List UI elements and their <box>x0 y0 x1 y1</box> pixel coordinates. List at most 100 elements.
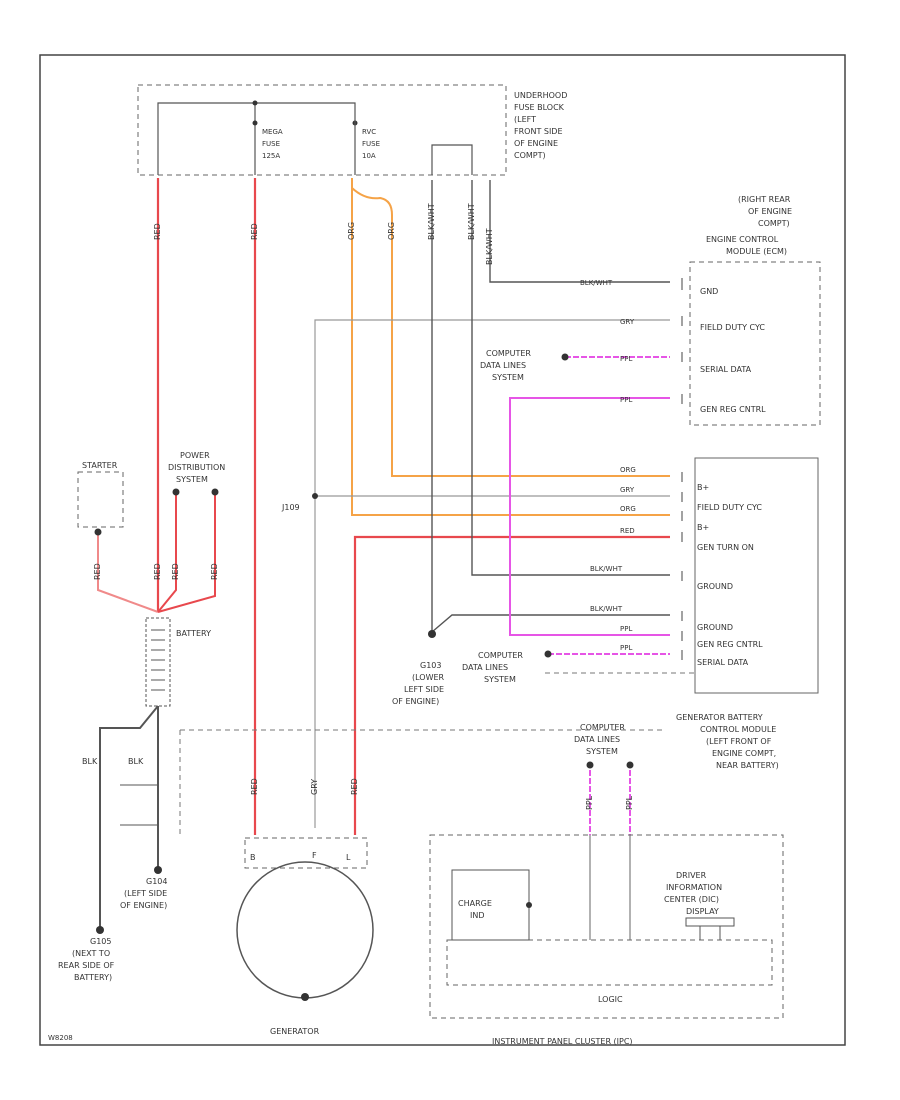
charge-indicator-label: CHARGE IND <box>458 899 494 920</box>
svg-text:ORG: ORG <box>387 222 396 240</box>
dic-display-legs <box>699 926 721 940</box>
blk-label-1: BLK <box>82 757 98 766</box>
ecm-location: (RIGHT REAR OF ENGINE COMPT) <box>738 195 795 228</box>
data-lines-label-ipc: COMPUTER DATA LINES SYSTEM <box>574 723 628 756</box>
gbcm-wire-tag: BLK/WHT <box>590 565 623 573</box>
ground-g103-label: G103 (LOWER LEFT SIDE OF ENGINE) <box>392 661 447 706</box>
charge-indicator-lamp <box>526 902 532 908</box>
ecm-wire-tag: PPL <box>620 396 632 404</box>
svg-text:RED: RED <box>93 563 102 580</box>
fuse-block-ground-bus <box>431 144 473 175</box>
svg-text:RED: RED <box>350 778 359 795</box>
gbcm-pin-ground-2: GROUND <box>697 623 733 632</box>
generator-label: GENERATOR <box>270 1027 320 1036</box>
mega-fuse-label: MEGA FUSE 125A <box>262 128 285 160</box>
gbcm-pin-b1: B+ <box>697 483 709 492</box>
blk-label-2: BLK <box>128 757 144 766</box>
data-lines-dot <box>586 761 594 769</box>
junction-j109 <box>312 493 318 499</box>
dic-label: DRIVER INFORMATION CENTER (DIC) DISPLAY <box>664 871 725 916</box>
wire-tag-group: RED RED ORG ORG BLK/WHT BLK/WHT BLK/WHT … <box>93 203 634 810</box>
data-lines-dot <box>544 650 552 658</box>
ipc-box <box>429 834 784 1019</box>
bus-node <box>252 100 258 106</box>
diagram-frame <box>39 54 846 1046</box>
ecm-pin-gnd: GND <box>700 287 718 296</box>
fuse-node <box>252 120 258 126</box>
gbcm-wire-tag: ORG <box>620 505 636 513</box>
gbcm-wire-tag: PPL <box>620 625 632 633</box>
ecm-wire-tag: GRY <box>620 318 635 326</box>
black-wire-gbcm-ground-1 <box>471 180 670 576</box>
gbcm-wire-tag: RED <box>620 527 635 535</box>
black-wire-battery-g105 <box>99 705 159 928</box>
rvc-fuse-label: RVC FUSE 10A <box>362 128 382 160</box>
gbcm-wire-tag: GRY <box>620 486 635 494</box>
gbcm-pin-field-duty: FIELD DUTY CYC <box>697 503 762 512</box>
ecm-pin-gen-reg: GEN REG CNTRL <box>700 405 766 414</box>
gbcm-wire-tag: ORG <box>620 466 636 474</box>
svg-text:PPL: PPL <box>585 795 594 810</box>
ecm-wire-tag: BLK/WHT <box>580 279 613 287</box>
dic-display <box>685 917 735 927</box>
ecm-wire-tag: PPL <box>620 355 632 363</box>
starter-box <box>77 471 124 528</box>
svg-text:RED: RED <box>153 223 162 240</box>
svg-text:PPL: PPL <box>625 795 634 810</box>
diagram-code: W8208 <box>48 1034 73 1042</box>
underhood-fuse-block-box <box>137 84 507 176</box>
svg-text:RED: RED <box>250 778 259 795</box>
pds-terminal <box>211 488 219 496</box>
data-lines-dot <box>561 353 569 361</box>
gbcm-pin-serial-data: SERIAL DATA <box>697 658 749 667</box>
gbcm-pin-b2: B+ <box>697 523 709 532</box>
gbcm-pin-gen-reg: GEN REG CNTRL <box>697 640 763 649</box>
battery-label: BATTERY <box>176 629 211 638</box>
fuse-block-bus <box>157 102 356 175</box>
orange-wire-rvc-b1 <box>351 178 670 477</box>
svg-text:BLK/WHT: BLK/WHT <box>485 228 494 265</box>
ground-g105-point <box>96 926 104 934</box>
data-lines-label-gbcm: COMPUTER DATA LINES SYSTEM <box>462 651 526 684</box>
ipc-label: INSTRUMENT PANEL CLUSTER (IPC) <box>492 1037 633 1046</box>
data-lines-label-ecm: COMPUTER DATA LINES SYSTEM <box>480 349 534 382</box>
svg-text:ORG: ORG <box>347 222 356 240</box>
svg-text:RED: RED <box>250 223 259 240</box>
black-wire-ecm-gnd <box>489 180 670 283</box>
power-distribution-label: POWER DISTRIBUTION SYSTEM <box>168 451 228 484</box>
gbcm-box <box>694 457 819 694</box>
ecm-name: ENGINE CONTROL MODULE (ECM) <box>706 235 787 256</box>
ground-g104-point <box>154 866 162 874</box>
svg-text:RED: RED <box>171 563 180 580</box>
ipc-logic-box <box>446 939 773 986</box>
ecm-box <box>689 261 821 426</box>
ecm-pin-serial-data: SERIAL DATA <box>700 365 752 374</box>
svg-text:BLK/WHT: BLK/WHT <box>467 203 476 240</box>
gbcm-wire-tag: PPL <box>620 644 632 652</box>
svg-text:RED: RED <box>210 563 219 580</box>
pds-terminal <box>172 488 180 496</box>
ground-g104-label: G104 (LEFT SIDE OF ENGINE) <box>120 877 170 910</box>
battery-box <box>145 617 171 707</box>
magenta-wire-gen-reg-cntrl <box>509 397 670 636</box>
svg-text:RED: RED <box>153 563 162 580</box>
gbcm-name: GENERATOR BATTERY CONTROL MODULE (LEFT F… <box>676 713 779 770</box>
starter-terminal <box>94 528 102 536</box>
generator-terminal-l: L <box>346 853 351 862</box>
generator-ground-point <box>301 993 309 1001</box>
gray-wire-field-duty-ecm <box>314 319 670 828</box>
battery-cells <box>151 629 165 691</box>
battery-sensor-bracket <box>120 784 158 826</box>
black-wire-gbcm-ground-2 <box>431 614 670 633</box>
red-wire-pds-2 <box>157 492 216 613</box>
generator-symbol <box>236 861 374 999</box>
ground-g103-point <box>428 630 436 638</box>
data-lines-dot <box>626 761 634 769</box>
ecm-pin-field-duty: FIELD DUTY CYC <box>700 323 765 332</box>
svg-text:GRY: GRY <box>310 779 319 795</box>
orange-wire-rvc-b2 <box>351 188 670 516</box>
gbcm-wire-tag: BLK/WHT <box>590 605 623 613</box>
svg-text:BLK/WHT: BLK/WHT <box>427 203 436 240</box>
junction-label: J109 <box>281 503 300 512</box>
